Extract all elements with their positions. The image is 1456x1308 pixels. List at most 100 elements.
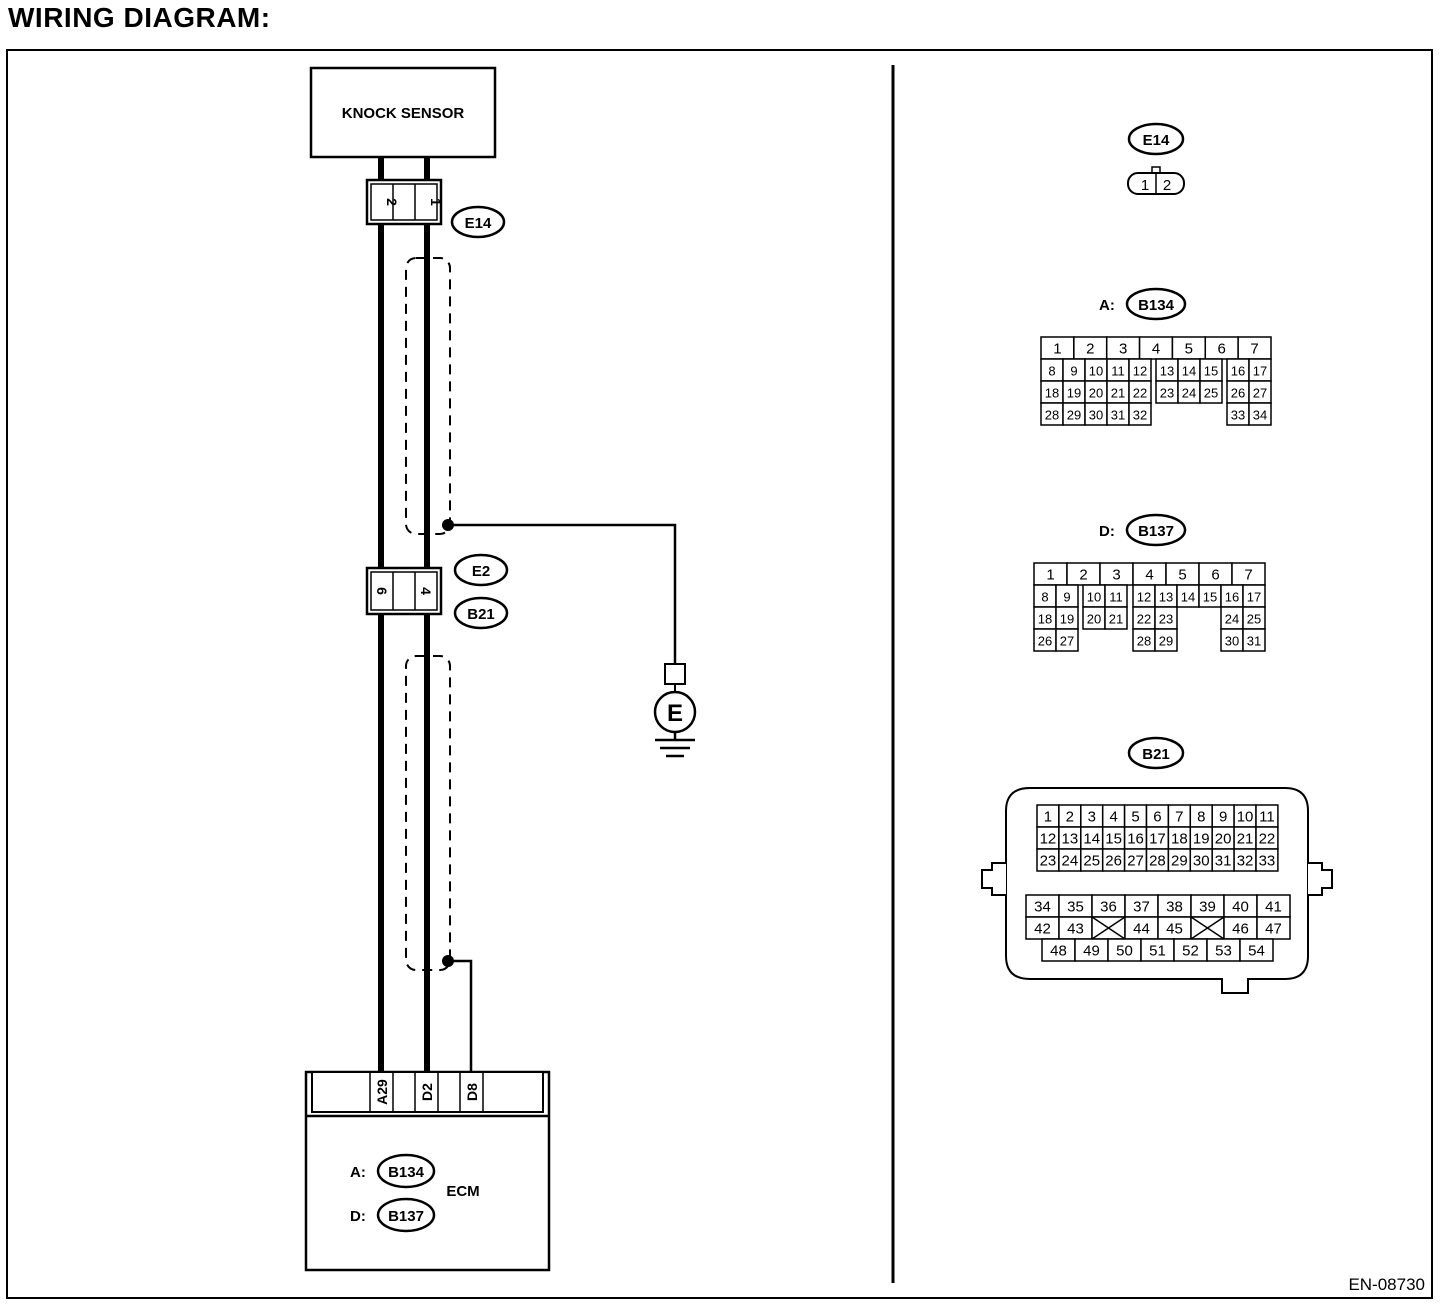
b134-pin-21: 21	[1111, 386, 1125, 401]
e2-badge	[453, 553, 509, 587]
b134-pin-26: 26	[1231, 386, 1245, 401]
b21-pin-3: 3	[1088, 809, 1096, 826]
e2-badge-label: E2	[472, 563, 490, 580]
b21-pin-8: 8	[1197, 809, 1205, 826]
b21-pin-36: 36	[1100, 899, 1117, 916]
b137-pin-5: 5	[1178, 567, 1186, 584]
b21-pin-14: 14	[1083, 831, 1100, 848]
b21-pin-40: 40	[1232, 899, 1249, 916]
b137-pin-14: 14	[1181, 590, 1195, 605]
b21-pin-33: 33	[1259, 853, 1276, 870]
b21-pin-30: 30	[1193, 853, 1210, 870]
b21-pin-27: 27	[1127, 853, 1144, 870]
b134-pin-1: 1	[1053, 341, 1061, 358]
ground-icon	[655, 732, 695, 758]
b21-pin-2: 2	[1066, 809, 1074, 826]
b134-pin-2: 2	[1086, 341, 1094, 358]
b134-pin-34: 34	[1253, 408, 1267, 423]
b21-pin-16: 16	[1127, 831, 1144, 848]
b134-pin-30: 30	[1089, 408, 1103, 423]
b21-pin-9: 9	[1219, 809, 1227, 826]
b21-pin-38: 38	[1166, 899, 1183, 916]
b21-pin-28: 28	[1149, 853, 1166, 870]
b137-pin-17: 17	[1247, 590, 1261, 605]
connector-e2-b21: 6 4	[365, 566, 443, 616]
b137-pin-19: 19	[1060, 612, 1074, 627]
b134-pin-11: 11	[1111, 364, 1125, 379]
b21-pin-53: 53	[1215, 943, 1232, 960]
ecm-b137-label: B137	[388, 1208, 424, 1225]
pinout-b134-badge	[1125, 287, 1187, 321]
pinout-b137-prefix: D:	[1099, 523, 1115, 540]
b134-pin-17: 17	[1253, 364, 1267, 379]
b21-badge	[453, 596, 509, 630]
b21-pin-18: 18	[1171, 831, 1188, 848]
b21-pin-10: 10	[1237, 809, 1254, 826]
b21-pin-17: 17	[1149, 831, 1166, 848]
b21-pin-22: 22	[1259, 831, 1276, 848]
pinout-b137-label: B137	[1138, 523, 1174, 540]
pin-cell	[1239, 938, 1274, 962]
pinout-b134-label: B134	[1138, 297, 1175, 314]
b21-pin-50: 50	[1116, 943, 1133, 960]
b134-pin-22: 22	[1133, 386, 1147, 401]
b137-pin-31: 31	[1247, 634, 1261, 649]
b137-pin-27: 27	[1060, 634, 1074, 649]
b134-pin-18: 18	[1045, 386, 1059, 401]
ecm-d-prefix: D:	[350, 1208, 366, 1225]
b134-pin-25: 25	[1204, 386, 1218, 401]
b21-pin-25: 25	[1083, 853, 1100, 870]
b21-pin-46: 46	[1232, 921, 1249, 938]
b21-pin-39: 39	[1199, 899, 1216, 916]
b134-pin-33: 33	[1231, 408, 1245, 423]
b21-pin-4: 4	[418, 587, 434, 595]
ecm-a-prefix: A:	[350, 1164, 366, 1181]
b21-pin-49: 49	[1083, 943, 1100, 960]
pin-cell	[1199, 380, 1223, 404]
b21-pin-15: 15	[1105, 831, 1122, 848]
b21-pin-31: 31	[1215, 853, 1232, 870]
shield-lower	[405, 655, 451, 971]
e14-pin-1: 1	[428, 198, 444, 206]
b137-pin-3: 3	[1112, 567, 1120, 584]
ecm-terminal-d2: D2	[419, 1083, 435, 1101]
b134-pin-14: 14	[1182, 364, 1196, 379]
b137-pin-21: 21	[1109, 612, 1123, 627]
page-title: WIRING DIAGRAM:	[8, 2, 271, 33]
b21-pin-37: 37	[1133, 899, 1150, 916]
knock-sensor-label: KNOCK SENSOR	[342, 105, 465, 122]
b21-pin-32: 32	[1237, 853, 1254, 870]
b134-pin-12: 12	[1133, 364, 1147, 379]
b137-pin-22: 22	[1137, 612, 1151, 627]
b21-pin-4: 4	[1109, 809, 1117, 826]
b137-pin-10: 10	[1087, 590, 1101, 605]
b134-pin-19: 19	[1067, 386, 1081, 401]
b137-pin-20: 20	[1087, 612, 1101, 627]
b134-pin-15: 15	[1204, 364, 1218, 379]
pin-cell	[1248, 402, 1272, 426]
b137-pin-1: 1	[1046, 567, 1054, 584]
figure-code: EN-08730	[1348, 1275, 1425, 1294]
pinout-e14-pin-1: 1	[1141, 177, 1149, 194]
b137-pin-26: 26	[1038, 634, 1052, 649]
blank-pin-cross	[1190, 916, 1225, 940]
pinout-b137-badge	[1125, 513, 1187, 547]
b134-pin-6: 6	[1218, 341, 1226, 358]
harness-wires	[378, 157, 430, 1072]
pin-cell	[1255, 848, 1279, 872]
b137-pin-2: 2	[1079, 567, 1087, 584]
e14-badge	[450, 205, 506, 239]
b21-pin-42: 42	[1034, 921, 1051, 938]
b134-pin-13: 13	[1160, 364, 1174, 379]
connector-e14: 2 1	[365, 178, 444, 226]
pin-cell	[1104, 606, 1128, 630]
b134-pin-32: 32	[1133, 408, 1147, 423]
ecm-b134-label: B134	[388, 1164, 425, 1181]
b134-pin-3: 3	[1119, 341, 1127, 358]
b134-pin-16: 16	[1231, 364, 1245, 379]
pinout-e14-badge	[1127, 122, 1185, 156]
b21-pin-24: 24	[1062, 853, 1079, 870]
pin-cell	[1242, 628, 1266, 652]
ecm-terminal-a29: A29	[374, 1079, 390, 1105]
b134-pin-27: 27	[1253, 386, 1267, 401]
